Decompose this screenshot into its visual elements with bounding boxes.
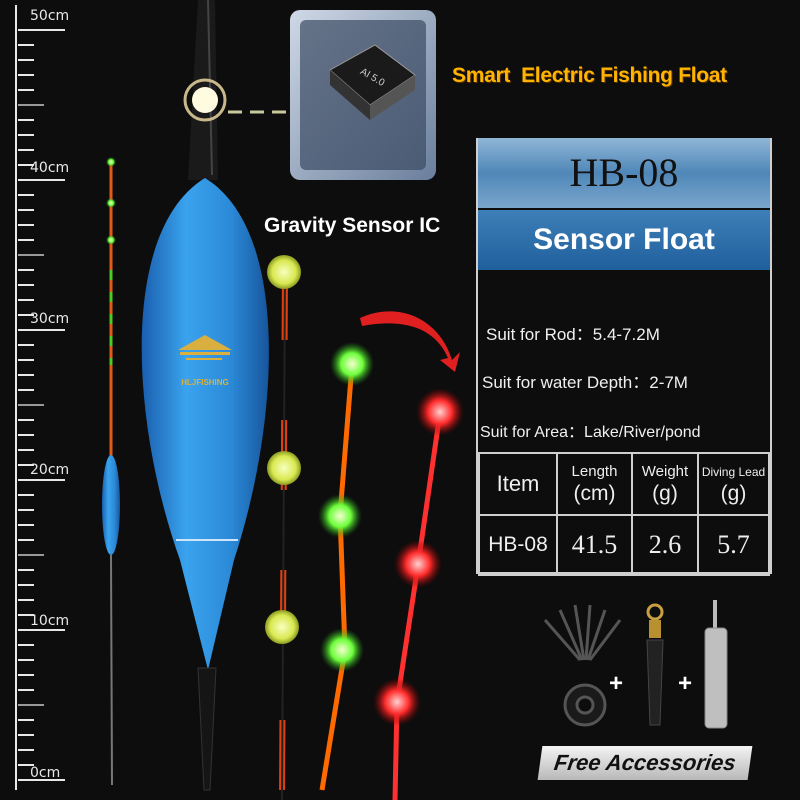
chip-image: AI 5.0 xyxy=(290,10,436,180)
ruler-label-20: 20cm xyxy=(30,462,70,478)
free-accessories-banner: Free Accessories xyxy=(537,746,753,780)
header-item: Item xyxy=(478,452,558,516)
svg-text:HLJFISHING: HLJFISHING xyxy=(181,378,229,387)
header-length: Length(cm) xyxy=(556,452,633,516)
model-name: HB-08 xyxy=(478,138,770,208)
main-float: HLJFISHING xyxy=(141,0,290,791)
spec-area: Suit for Area：Lake/River/pond xyxy=(480,424,701,441)
cell-item: HB-08 xyxy=(478,514,558,576)
product-type: Sensor Float xyxy=(478,210,770,270)
ruler-label-30: 30cm xyxy=(30,311,70,327)
led-strip-green xyxy=(318,342,374,791)
spec-rod: Suit for Rod：5.4-7.2M xyxy=(486,325,660,344)
ruler-label-50: 50cm xyxy=(30,8,70,24)
accessory-swivel xyxy=(646,603,664,726)
curved-arrow xyxy=(360,311,460,372)
ruler-label-40: 40cm xyxy=(30,160,70,176)
header-weight: Weight(g) xyxy=(631,452,699,516)
spec-table: Item Length(cm) Weight(g) Diving Lead(g)… xyxy=(478,452,770,576)
cell-weight: 2.6 xyxy=(631,514,699,576)
accessory-stoppers xyxy=(543,604,622,727)
ruler-label-10: 10cm xyxy=(30,613,70,629)
cell-length: 41.5 xyxy=(556,514,633,576)
table-header-row: Item Length(cm) Weight(g) Diving Lead(g) xyxy=(478,452,770,516)
small-float xyxy=(102,157,120,786)
brand-logo: HLJFISHING xyxy=(178,335,232,387)
led-strip-yellow xyxy=(265,255,301,800)
spec-depth: Suit for water Depth：2-7M xyxy=(482,373,688,392)
sensor-callout: Gravity Sensor IC xyxy=(264,214,441,237)
ruler xyxy=(15,5,65,790)
ruler-label-0: 0cm xyxy=(30,765,61,781)
plus-sign: + xyxy=(678,670,693,697)
accessory-battery xyxy=(704,600,728,729)
table-row: HB-08 41.5 2.6 5.7 xyxy=(478,514,770,576)
plus-sign: + xyxy=(609,670,624,697)
led-strip-red xyxy=(373,388,464,800)
spec-panel: HB-08 Sensor Float Suit for Rod：5.4-7.2M… xyxy=(476,138,772,576)
headline: Smart Electric Fishing Float xyxy=(452,64,727,87)
cell-diving-lead: 5.7 xyxy=(697,514,770,576)
header-diving-lead: Diving Lead(g) xyxy=(697,452,770,516)
